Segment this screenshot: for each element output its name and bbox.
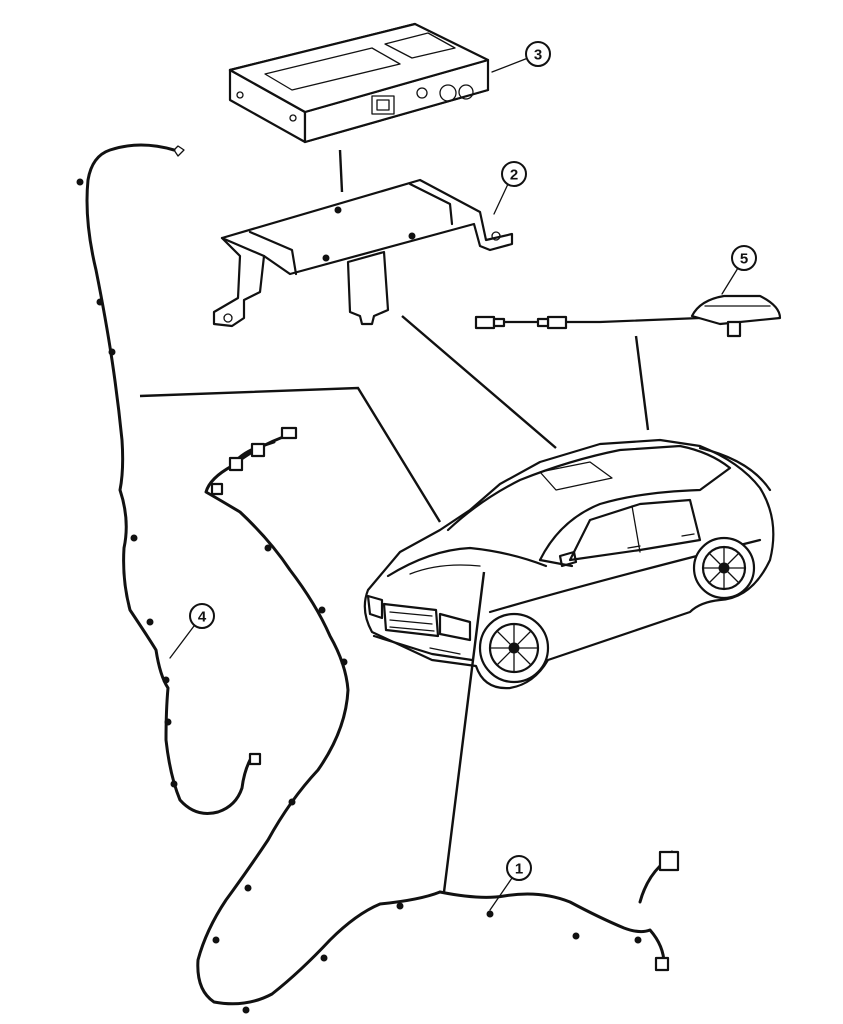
- harness-part-1[interactable]: [196, 426, 680, 1014]
- bracket-part-2[interactable]: [212, 178, 514, 328]
- module-to-bracket-leader: [338, 149, 344, 193]
- callout-1: 1: [489, 855, 532, 911]
- vehicle: [363, 438, 775, 690]
- harness-front-to-vehicle-leader: [442, 571, 486, 893]
- callout-5-label: 5: [740, 251, 748, 268]
- callout-4-label: 4: [198, 609, 207, 626]
- callout-3: 3: [491, 41, 551, 73]
- antenna-leader: [634, 335, 650, 431]
- callout-2: 2: [493, 161, 527, 215]
- bracket-to-vehicle-leader: [401, 315, 557, 449]
- antenna-part-5[interactable]: [474, 294, 782, 338]
- callout-4: 4: [169, 603, 215, 659]
- harness-part-4[interactable]: [76, 143, 262, 815]
- callout-1-label: 1: [515, 861, 523, 878]
- callout-5: 5: [721, 245, 757, 295]
- callout-3-label: 3: [534, 47, 542, 64]
- module-part-3[interactable]: [228, 22, 490, 144]
- harness-rear-to-vehicle-leader: [139, 386, 442, 523]
- callout-2-label: 2: [510, 167, 518, 184]
